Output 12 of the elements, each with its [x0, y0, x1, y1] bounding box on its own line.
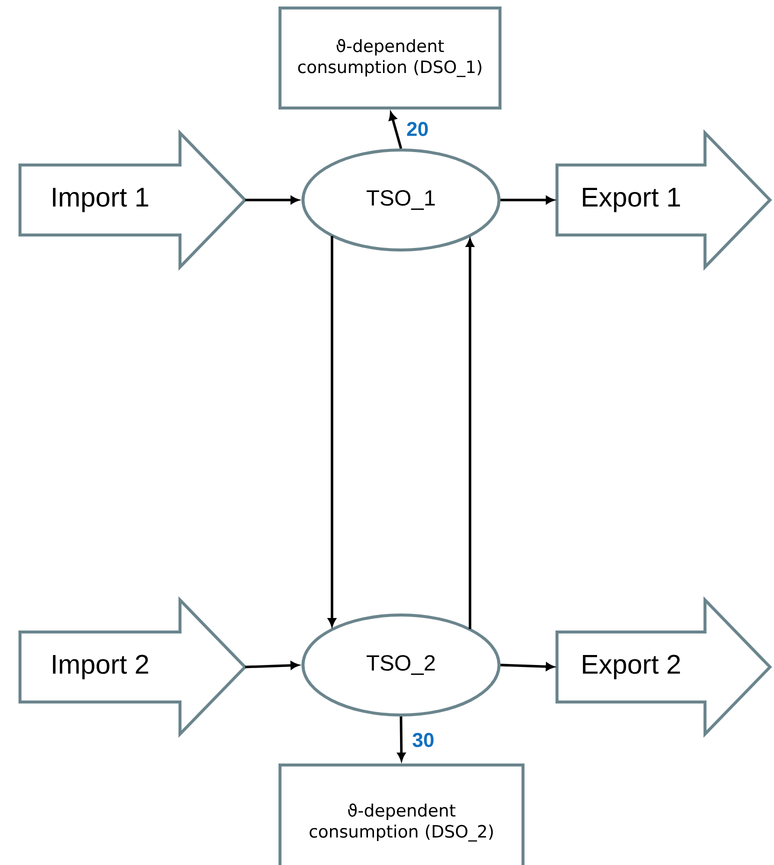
- arrow: [245, 661, 299, 670]
- arrow: [397, 716, 406, 761]
- arrow: [466, 238, 474, 629]
- arrow: [388, 112, 402, 149]
- consumption-box: ϑ-dependent consumption (DSO_1): [278, 6, 502, 110]
- arrow: [245, 196, 299, 204]
- edge-label: 30: [412, 732, 434, 748]
- arrow: [500, 662, 554, 671]
- arrow: [500, 196, 554, 204]
- arrow: [328, 236, 336, 626]
- edge-label: 20: [407, 122, 428, 136]
- consumption-box: ϑ-dependent consumption (DSO_2): [278, 764, 524, 865]
